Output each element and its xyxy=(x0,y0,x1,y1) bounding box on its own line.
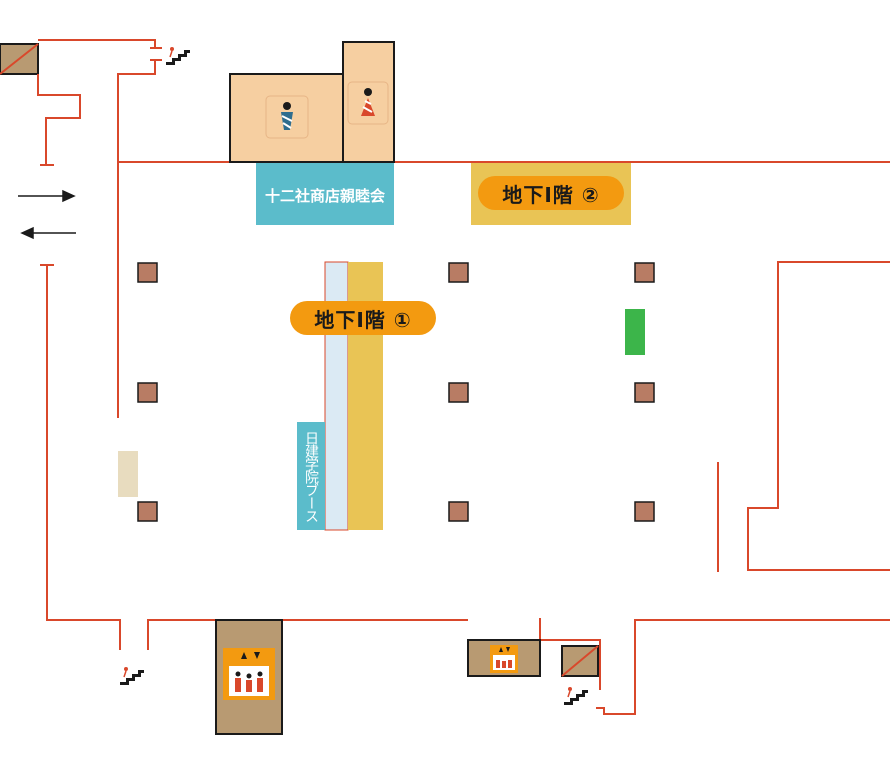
pillar-icon xyxy=(448,501,469,522)
booth-label: 日建学院ブース xyxy=(303,430,319,522)
stairs-icon[interactable] xyxy=(166,47,190,65)
association-label: 十二社商店親睦会 xyxy=(264,186,385,205)
association-area xyxy=(256,163,394,225)
pillar-icon xyxy=(634,501,655,522)
floor-b1-area2-label: 地下Ⅰ階 ② xyxy=(478,176,624,210)
escalator-bottom-right[interactable] xyxy=(561,645,599,677)
pillar-icon xyxy=(137,382,158,403)
walls xyxy=(37,39,890,715)
elevator-icon xyxy=(223,648,275,700)
elevator-icon xyxy=(490,645,518,673)
pillar-icon xyxy=(448,262,469,283)
arrow-right-icon xyxy=(18,189,76,203)
pillar-icon xyxy=(137,262,158,283)
pillar-icon xyxy=(448,382,469,403)
restroom-male-icon xyxy=(281,102,293,130)
beige-marker xyxy=(118,451,138,497)
arrow-left-icon xyxy=(20,226,76,240)
pillar-icon xyxy=(137,501,158,522)
restroom-female[interactable] xyxy=(342,41,395,163)
booth-label-bg xyxy=(297,422,325,530)
restroom-female-icon xyxy=(361,88,375,116)
elevator-small[interactable] xyxy=(467,639,541,677)
escalator-top-left[interactable] xyxy=(0,43,39,75)
stairs-icon[interactable] xyxy=(564,687,588,705)
pillars xyxy=(137,262,655,522)
pillar-icon xyxy=(634,382,655,403)
pillar-icon xyxy=(634,262,655,283)
stairs-icon[interactable] xyxy=(120,667,144,685)
floor-b1-area1-label: 地下Ⅰ階 ① xyxy=(290,301,436,335)
green-marker xyxy=(625,309,645,355)
restroom-male[interactable] xyxy=(229,73,345,163)
elevator-large[interactable] xyxy=(215,619,283,735)
